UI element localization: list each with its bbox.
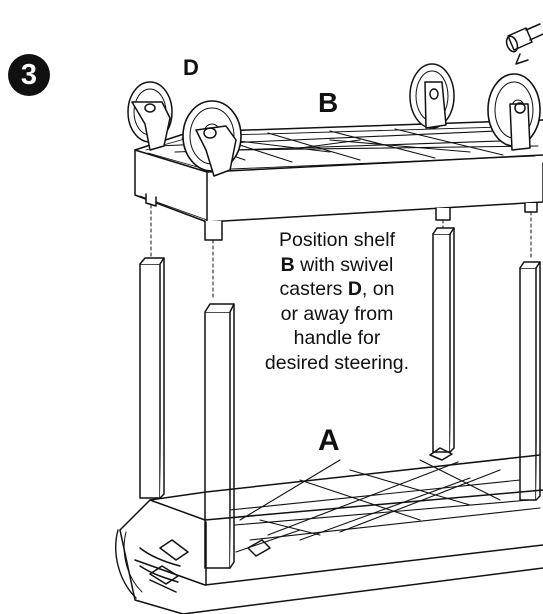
instruction-part-b: B [280,253,295,276]
instruction-line-4: or away from [280,302,394,325]
label-shelf-b: B [318,87,339,118]
instruction-part-d: D [347,278,362,300]
instruction-line-3-start: casters [279,278,348,300]
shelf-a-ribs [229,459,541,553]
step-number-badge: 3 [8,54,50,96]
support-posts [139,227,541,569]
swivel-caster-icon [127,63,541,177]
instruction-line-2: B with swivel [248,253,426,278]
instruction-line-6: desired steering. [264,351,410,374]
label-shelf-a: A [318,424,340,457]
instruction-line-3-end: , on [361,278,395,300]
mallet-icon [505,23,543,65]
instruction-line-5: handle for [293,327,381,349]
instruction-line-2-rest: with swivel [294,253,394,276]
shelf-a [115,447,543,614]
instruction-text: Position shelf B with swivel casters D, … [248,228,426,375]
shelf-b-feet [145,193,538,241]
label-casters-d: D [183,55,199,80]
instruction-line-1: Position shelf [279,229,395,251]
instruction-line-3: casters D, on [248,277,426,302]
